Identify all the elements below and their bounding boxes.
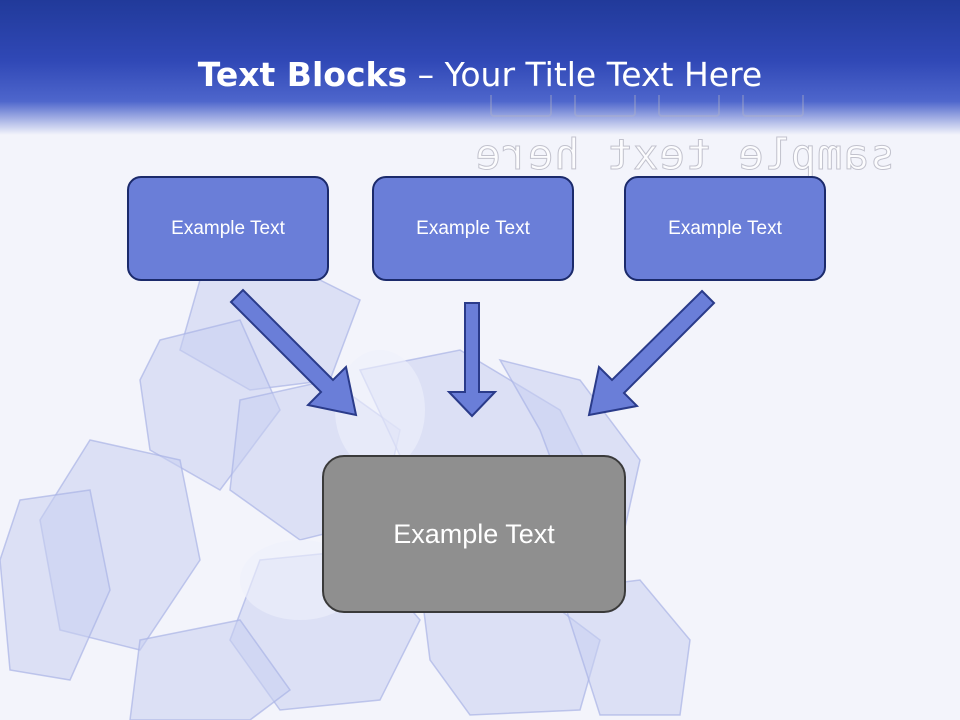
- target-box-label: Example Text: [393, 518, 555, 549]
- title-dash: –: [407, 55, 445, 94]
- source-box-1-label: Example Text: [171, 217, 285, 239]
- title-bold: Text Blocks: [197, 55, 408, 94]
- page-title: Text Blocks – Your Title Text Here: [0, 52, 960, 98]
- title-rest: Your Title Text Here: [444, 55, 763, 94]
- mirrored-shape-decoration: [490, 95, 870, 117]
- source-box-3-label: Example Text: [668, 217, 782, 239]
- source-box-2-label: Example Text: [416, 217, 530, 239]
- target-box: Example Text: [322, 455, 626, 613]
- source-box-2: Example Text: [372, 176, 574, 281]
- header-band: [0, 0, 960, 135]
- source-box-3: Example Text: [624, 176, 826, 281]
- source-box-1: Example Text: [127, 176, 329, 281]
- mirrored-background-text: sample text here: [474, 130, 896, 180]
